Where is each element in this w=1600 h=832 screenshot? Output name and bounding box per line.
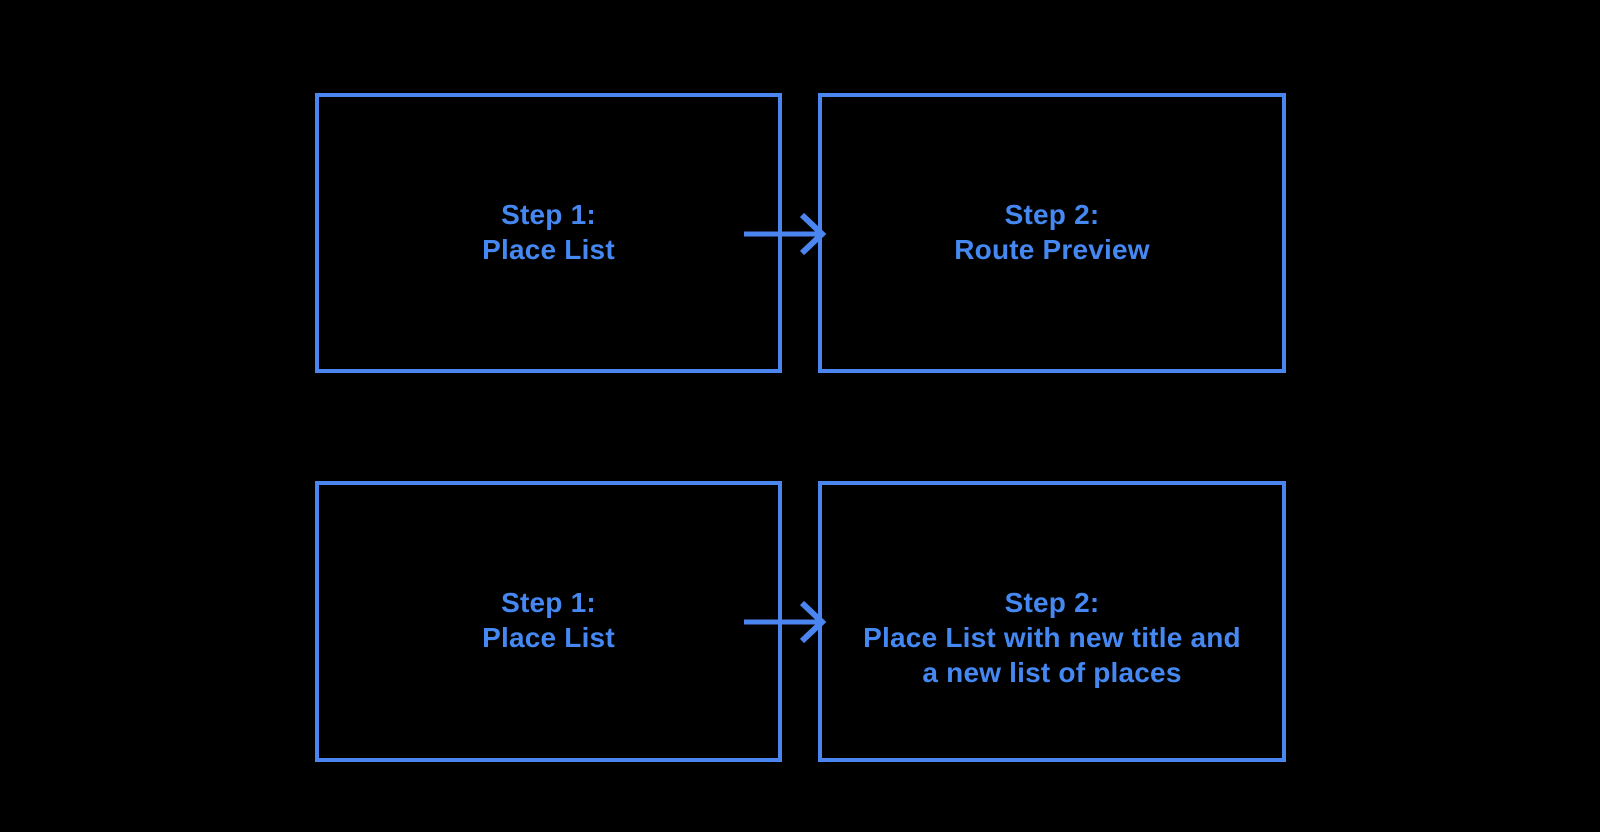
arrow-right-icon [744,600,827,644]
node-label-line: Place List [482,622,615,653]
node-label: Step 2: Route Preview [822,197,1282,267]
node-label-line: Step 2: [1004,587,1100,618]
node-step2-place-list-new-title: Step 2: Place List with new title and a … [818,481,1286,762]
node-label-line: Place List with new title and [863,622,1241,653]
node-label-line: Route Preview [954,234,1150,265]
node-step2-route-preview: Step 2: Route Preview [818,93,1286,373]
node-label: Step 2: Place List with new title and a … [822,585,1282,690]
node-step1-place-list: Step 1: Place List [315,93,782,373]
arrow-right-icon [744,212,827,256]
node-label-line: Step 1: [501,199,596,230]
node-label: Step 1: Place List [319,197,778,267]
node-label-line: Step 2: [1004,199,1100,230]
node-step1-place-list-2: Step 1: Place List [315,481,782,762]
node-label-line: Place List [482,234,615,265]
node-label-line: Step 1: [501,587,596,618]
node-label: Step 1: Place List [319,585,778,655]
node-label-line: a new list of places [922,657,1182,688]
